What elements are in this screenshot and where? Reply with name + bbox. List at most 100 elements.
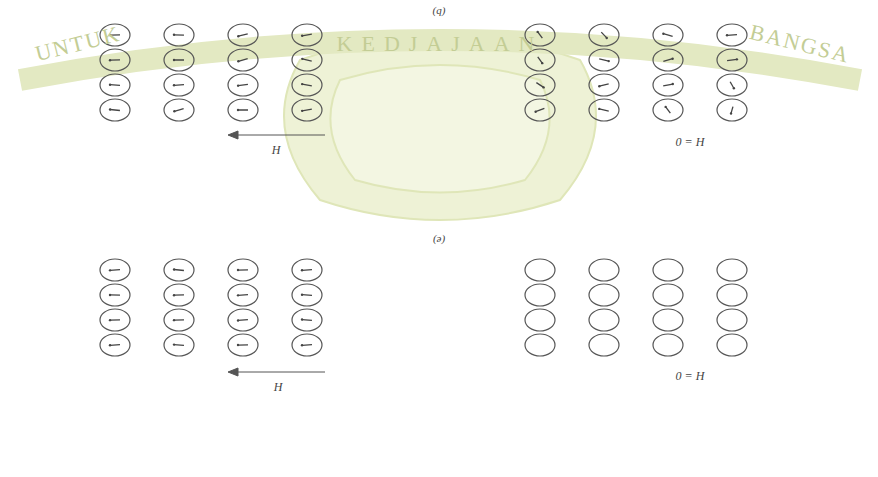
domain-circle — [100, 334, 130, 356]
domain-circle — [164, 259, 194, 281]
domain-circle — [164, 334, 194, 356]
moment-head — [237, 269, 239, 271]
domain-circle — [589, 284, 619, 306]
moment-head — [541, 62, 543, 64]
moment-head — [301, 269, 303, 271]
domain-circle — [164, 74, 194, 96]
moment-arrow — [238, 269, 248, 270]
moment-head — [662, 33, 664, 35]
domain-circle — [164, 99, 194, 121]
moment-head — [301, 58, 303, 60]
domain-circle — [228, 49, 258, 71]
domain-circle — [589, 49, 619, 71]
watermark-emblem — [284, 35, 596, 220]
domain-circle — [717, 74, 747, 96]
moment-arrow — [174, 319, 184, 321]
domain-circle — [525, 334, 555, 356]
domain-circle — [228, 74, 258, 96]
moment-head — [598, 108, 600, 110]
domain-circle — [525, 99, 555, 121]
domain-circle — [717, 309, 747, 331]
domain-circle — [100, 259, 130, 281]
moment-arrow — [110, 109, 120, 111]
field-arrows — [228, 131, 325, 376]
moment-head — [237, 35, 239, 37]
moment-arrow — [174, 84, 184, 86]
moment-arrow — [110, 269, 120, 271]
moment-arrow — [174, 344, 184, 346]
moment-arrow — [302, 59, 311, 61]
moment-arrow — [110, 59, 120, 61]
domain-circle — [717, 284, 747, 306]
domain-circle — [292, 24, 322, 46]
moment-arrow — [599, 59, 609, 61]
moment-head — [109, 59, 111, 61]
moment-arrow — [174, 34, 184, 36]
domain-circle — [292, 74, 322, 96]
moment-arrow — [302, 84, 312, 86]
moment-head — [237, 60, 239, 62]
moment-arrow — [238, 59, 247, 62]
domain-circle — [653, 259, 683, 281]
moment-head — [534, 111, 536, 113]
moment-head — [109, 269, 111, 271]
moment-head — [736, 58, 738, 60]
domain-circle — [589, 24, 619, 46]
domain-circle — [589, 259, 619, 281]
moment-arrow — [599, 109, 609, 111]
field-label: 0 = H — [676, 135, 705, 150]
domain-circle — [292, 99, 322, 121]
domain-circle — [525, 259, 555, 281]
domain-circle — [228, 99, 258, 121]
moment-head — [301, 35, 303, 37]
moment-head — [109, 108, 111, 110]
moment-head — [671, 57, 673, 59]
moment-arrow — [238, 34, 247, 36]
domain-circle — [525, 309, 555, 331]
moment-arrow — [238, 319, 248, 321]
moment-head — [542, 86, 544, 88]
domain-circle — [589, 74, 619, 96]
moment-head — [173, 84, 175, 86]
moment-head — [173, 294, 175, 296]
domain-circle — [589, 334, 619, 356]
domain-circle — [292, 334, 322, 356]
moment-arrow — [727, 34, 737, 36]
moment-arrow — [110, 319, 120, 321]
moment-arrow — [727, 59, 737, 60]
moment-arrow — [599, 84, 608, 86]
moment-head — [301, 110, 303, 112]
moment-head — [726, 34, 728, 36]
domain-circle — [164, 284, 194, 306]
field-label: H — [272, 143, 281, 158]
domain-circle — [164, 49, 194, 71]
domain-circle — [228, 24, 258, 46]
moment-head — [173, 343, 175, 345]
moment-head — [301, 344, 303, 346]
domain-circle — [717, 334, 747, 356]
moment-arrow — [663, 59, 672, 62]
domain-circle — [100, 284, 130, 306]
domain-circle — [292, 259, 322, 281]
moment-head — [301, 318, 303, 320]
domain-circle — [164, 24, 194, 46]
moment-head — [301, 83, 303, 85]
moment-arrow — [302, 319, 312, 321]
moment-arrow — [302, 294, 312, 296]
domain-circle — [100, 99, 130, 121]
domain-circle — [717, 259, 747, 281]
field-label: H — [274, 380, 283, 395]
domain-circle — [292, 309, 322, 331]
moment-arrow — [238, 294, 248, 296]
moment-arrow — [238, 109, 248, 110]
domain-circle — [525, 74, 555, 96]
moment-head — [301, 294, 303, 296]
panel-label: (q) — [433, 4, 446, 16]
moment-head — [237, 84, 239, 86]
moment-arrow — [238, 84, 248, 85]
moment-head — [173, 268, 175, 270]
moment-arrow — [174, 294, 184, 296]
domain-circle — [653, 74, 683, 96]
moment-arrow — [601, 32, 606, 38]
